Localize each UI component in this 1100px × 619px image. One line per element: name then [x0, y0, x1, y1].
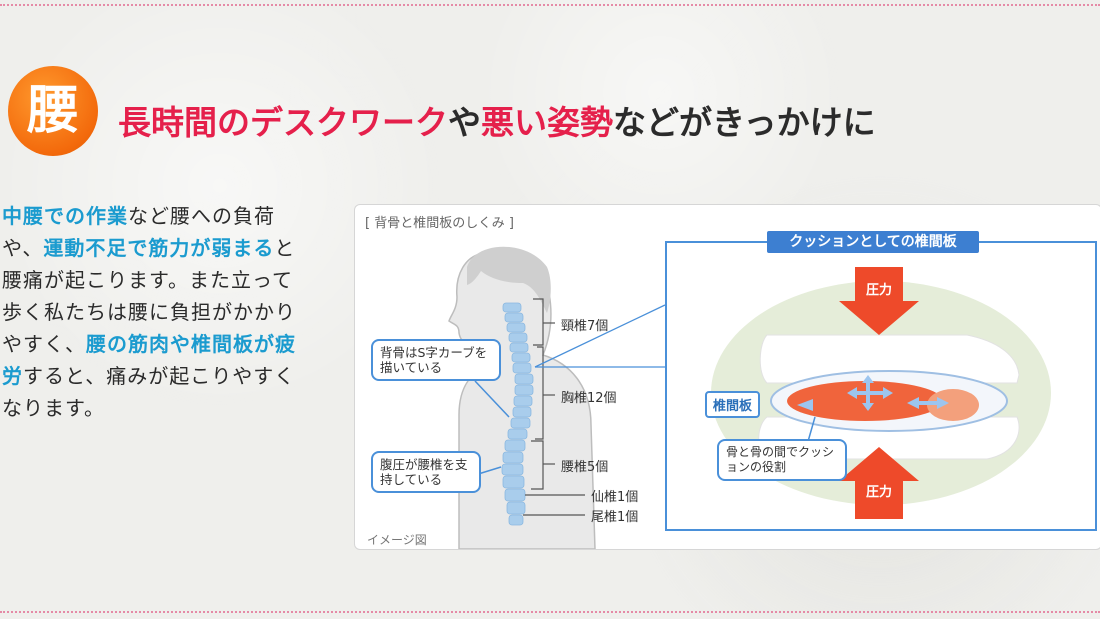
cervical-label: 頸椎7個 — [561, 319, 609, 334]
disc-arrows — [797, 375, 949, 411]
cushion-role-callout: 骨と骨の間でクッションの役割 — [717, 439, 847, 481]
body-text-2: と腰痛が起こります。また立って歩く私たちは腰に負担がかかりやすく、 — [2, 236, 296, 356]
coccyx-label: 尾椎1個 — [591, 510, 639, 525]
body-emphasis-1: 中腰での作業 — [2, 204, 128, 228]
body-text-3: すると、痛みが起こりやすくなります。 — [2, 364, 296, 420]
cushion-frame: クッションとしての椎間板 圧力 圧力 椎間板 骨と骨の間でクッションの役割 — [665, 231, 1097, 531]
headline: 長時間のデスクワークや悪い姿勢などがきっかけに — [118, 96, 876, 144]
sacrum-label: 仙椎1個 — [591, 490, 639, 505]
spine — [501, 302, 534, 526]
pressure-arrows — [839, 267, 919, 519]
body-text-1: など腰への負荷や、 — [2, 204, 275, 260]
headline-particle: や — [448, 103, 481, 142]
body-silhouette-illustration — [448, 246, 665, 549]
pressure-label-top: 圧力 — [865, 283, 892, 298]
pressure-arrow-top — [839, 267, 919, 335]
thoracic-label: 胸椎12個 — [561, 391, 617, 406]
lumbar-label: 腰椎5個 — [561, 460, 609, 475]
headline-desk-work: 長時間のデスクワーク — [118, 103, 448, 142]
body-paragraph: 中腰での作業など腰への負荷や、運動不足で筋力が弱まると腰痛が起こります。また立っ… — [2, 200, 302, 424]
body-emphasis-2: 運動不足で筋力が弱まる — [43, 236, 275, 260]
spine-brackets — [523, 298, 585, 516]
headline-bad-posture: 悪い姿勢 — [481, 103, 613, 142]
top-dotted-border — [0, 4, 1100, 6]
s-curve-callout: 背骨はS字カーブを描いている — [371, 339, 501, 381]
bottom-dotted-border — [0, 611, 1100, 613]
hair — [467, 246, 551, 313]
upper-vertebra — [759, 334, 1020, 384]
spine-diagram-panel: [ 背骨と椎間板のしくみ ] — [354, 204, 1100, 550]
cushion-connector-lines — [534, 304, 665, 368]
abdominal-pressure-callout: 腹圧が腰椎を支持している — [371, 451, 481, 493]
diagram-title: [ 背骨と椎間板のしくみ ] — [365, 216, 514, 231]
body-emphasis-3: 腰の筋肉や椎間板が疲労 — [2, 332, 296, 388]
headline-trigger: などがきっかけに — [613, 103, 876, 142]
pressure-arrow-bottom — [839, 447, 919, 519]
waist-kanji-badge: 腰 — [8, 66, 98, 156]
disc-annulus-right — [927, 389, 979, 421]
pressure-label-bottom: 圧力 — [865, 485, 892, 500]
cushion-title: クッションとしての椎間板 — [767, 231, 979, 253]
image-note: イメージ図 — [367, 533, 427, 547]
disc-label: 椎間板 — [705, 391, 761, 418]
disc-nucleus — [787, 381, 943, 421]
